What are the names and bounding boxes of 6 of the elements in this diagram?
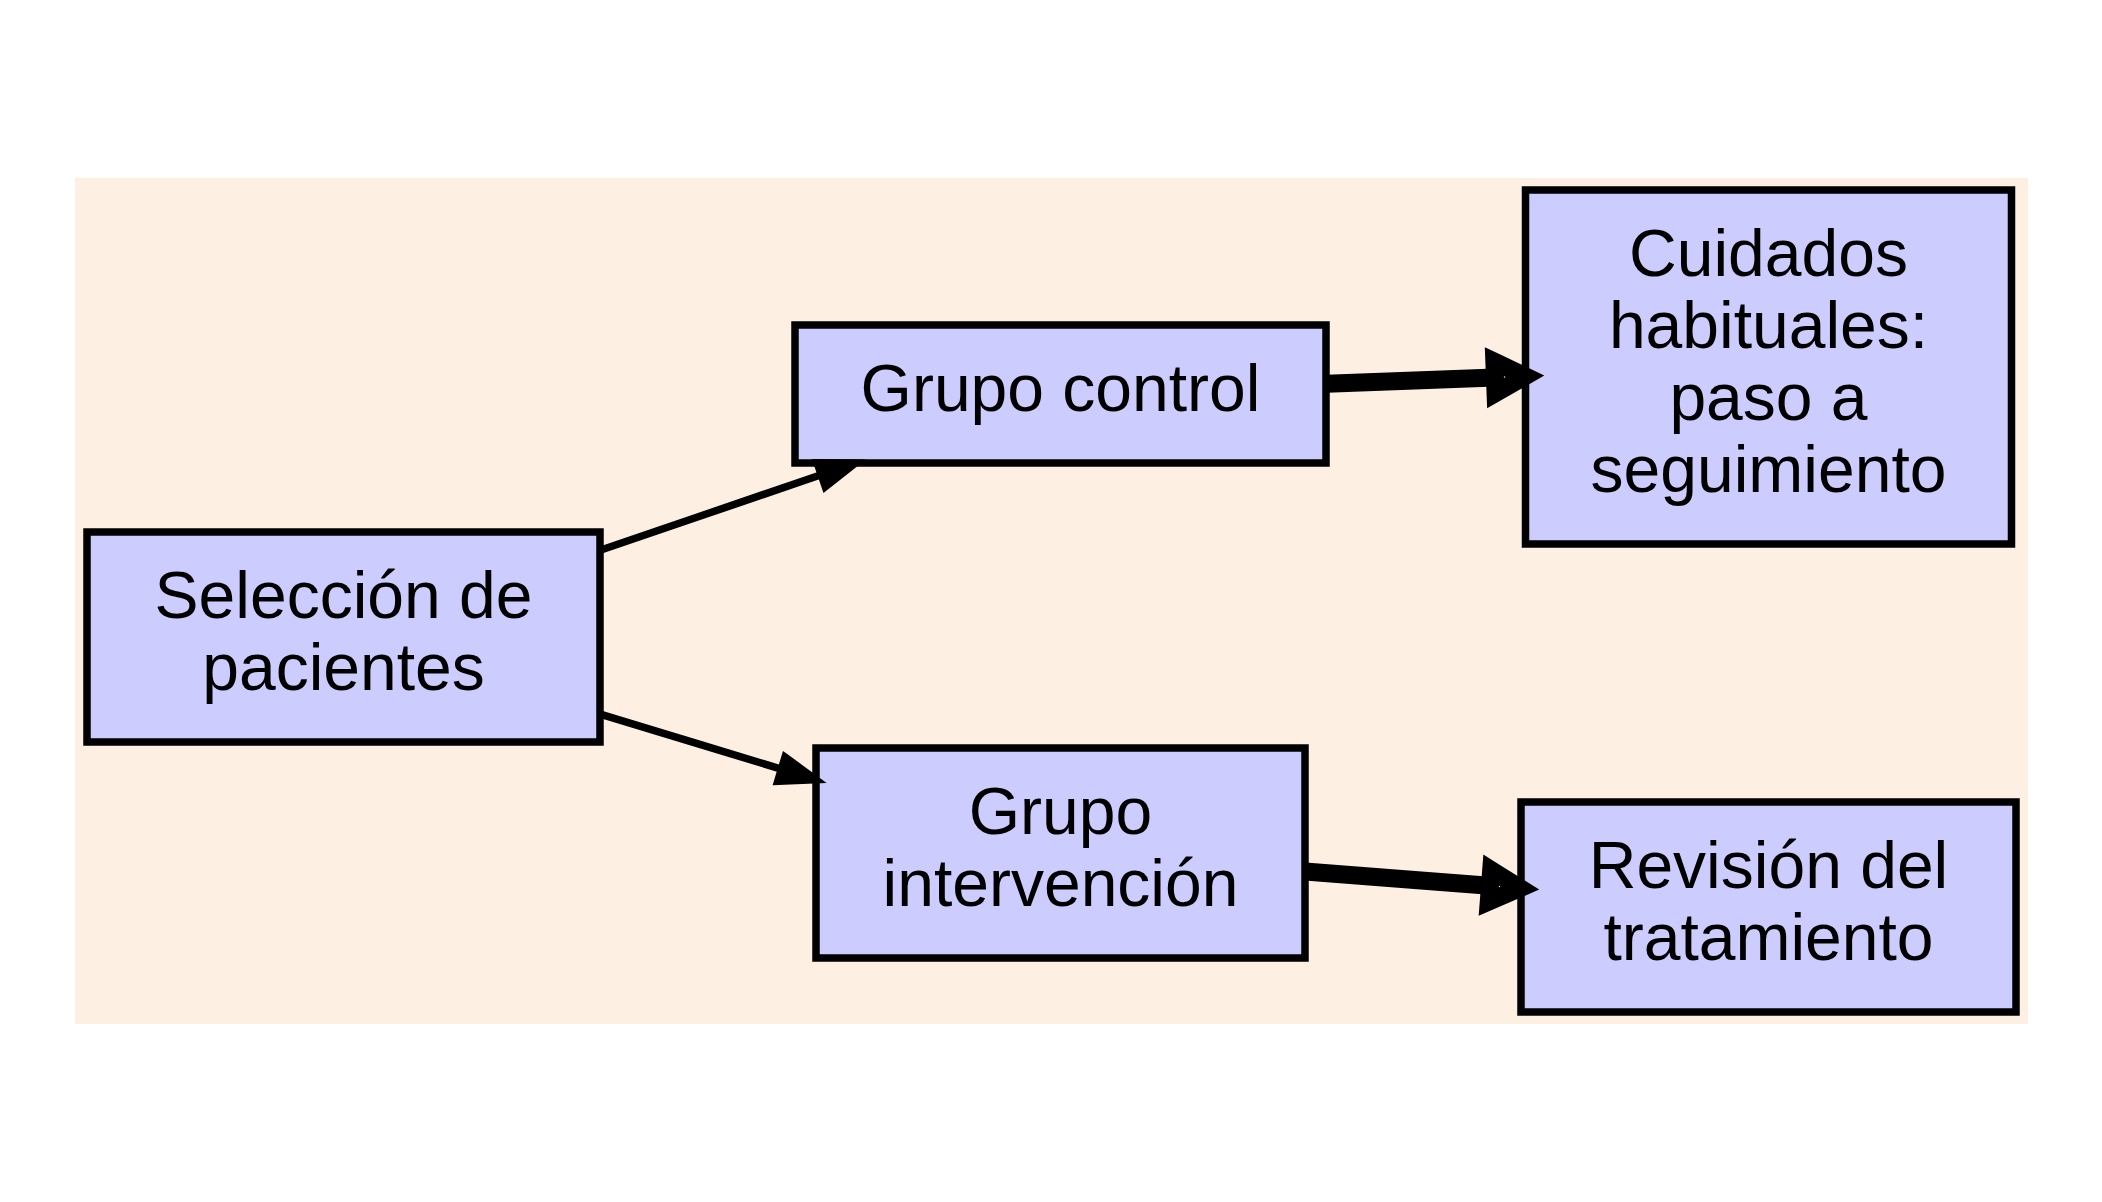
node-box: Revisión del tratamiento xyxy=(1516,798,2020,1016)
node-box: Grupo control xyxy=(790,321,1330,467)
node-box: Selección de pacientes xyxy=(82,528,604,746)
node-box: Cuidados habituales: paso a seguimiento xyxy=(1521,186,2015,548)
node-box: Grupo intervención xyxy=(811,744,1309,962)
arrow xyxy=(1326,347,1544,409)
